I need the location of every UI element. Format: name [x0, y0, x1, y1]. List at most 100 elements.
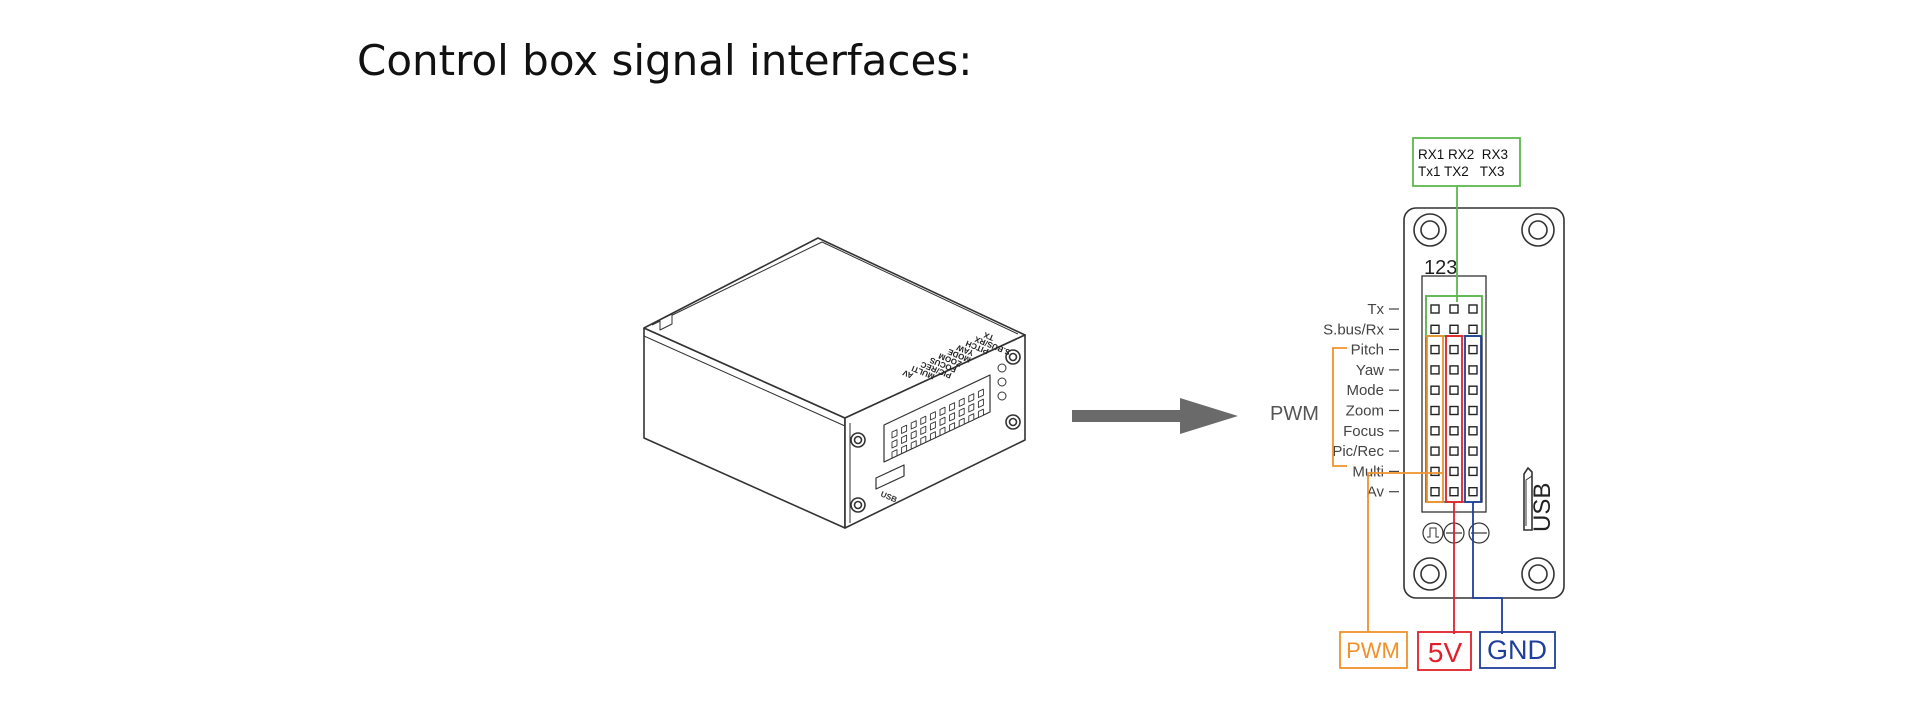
box-header-pin: [891, 429, 898, 439]
box-header-pin: [910, 430, 917, 440]
pwm-column-highlight: [1426, 335, 1444, 503]
pwm-wire: [1367, 472, 1443, 632]
box-header-pin: [968, 393, 975, 403]
arrow-icon: [1072, 398, 1238, 434]
header-pin: [1430, 304, 1440, 314]
box-header-pin: [958, 417, 965, 427]
header-pin: [1449, 385, 1459, 395]
box-header-pin: [910, 420, 917, 430]
pin-label: Zoom: [1346, 403, 1384, 420]
box-header-pin: [949, 422, 956, 432]
box-pin-label: AV: [901, 368, 915, 381]
header-pin: [1449, 344, 1459, 355]
header-pin: [1430, 426, 1440, 436]
gnd-output-label: GND: [1487, 635, 1547, 665]
box-header-pin: [968, 403, 975, 413]
box-header-pin: [920, 425, 927, 435]
pin-label: S.bus/Rx: [1323, 321, 1384, 338]
pin-label: Focus: [1343, 423, 1384, 440]
header-pin: [1430, 466, 1440, 477]
pin-label: Tx: [1367, 301, 1384, 318]
uart-label-line2: Tx1 TX2 TX3: [1418, 164, 1505, 179]
header-pin: [1449, 487, 1459, 497]
gnd-label-box: [1479, 631, 1556, 669]
pin-label: Pic/Rec: [1332, 443, 1384, 460]
header-pin: [1430, 344, 1440, 355]
header-pin: [1468, 405, 1478, 416]
uart-label-box: [1412, 137, 1521, 187]
header-pin: [1468, 344, 1478, 355]
box-header-pin: [929, 411, 936, 421]
box-header-pin: [910, 440, 917, 450]
box-pin-header: [883, 374, 991, 463]
header-pin: [1468, 487, 1478, 497]
box-header-pin: [958, 397, 965, 407]
panel-screw-icon: [1413, 213, 1555, 591]
box-header-pin: [901, 444, 908, 454]
header-pin: [1449, 324, 1459, 334]
header-pin: [1468, 426, 1478, 436]
box-header-pin: [949, 402, 956, 412]
box-header-pin: [939, 416, 946, 426]
header-pin: [1430, 405, 1440, 416]
header-pin: [1449, 304, 1459, 314]
header-pin: [1449, 365, 1459, 375]
pwm-group-label: PWM: [1270, 403, 1319, 425]
v5-column-highlight: [1445, 335, 1463, 503]
box-header-pin: [939, 426, 946, 436]
header-pin: [1449, 446, 1459, 456]
pin-label: Multi: [1352, 463, 1384, 480]
header-pin: [1430, 385, 1440, 395]
pin-label: Av: [1367, 484, 1385, 501]
usb-port-icon: [1523, 466, 1533, 531]
header-pin: [1430, 446, 1440, 456]
header-pin: [1449, 466, 1459, 477]
pin-numbers: 123: [1424, 257, 1457, 279]
header-pin: [1468, 365, 1478, 375]
pwm-symbol-icon: [1422, 522, 1444, 544]
box-header-pin: [977, 398, 984, 408]
pin-label: Pitch: [1351, 342, 1384, 359]
box-header-pin: [901, 434, 908, 444]
ground-symbol-icon: [1468, 522, 1490, 544]
header-pin: [1468, 466, 1478, 477]
box-header-pin: [920, 415, 927, 425]
panel-pin-header: [1430, 304, 1478, 497]
uart-label-line1: RX1 RX2 RX3: [1418, 147, 1508, 162]
control-box-illustration: [643, 237, 1026, 529]
box-header-pin: [920, 435, 927, 445]
pwm-label-box: [1339, 631, 1408, 669]
header-pin: [1449, 426, 1459, 436]
box-header-pin: [891, 439, 898, 449]
gnd-wire: [1472, 502, 1503, 634]
box-header-pin: [958, 407, 965, 417]
v5-label-box: [1417, 631, 1472, 671]
header-pin: [1468, 446, 1478, 456]
pwm-output-label: PWM: [1346, 638, 1400, 663]
page-title: Control box signal interfaces:: [357, 36, 973, 85]
box-header-pin: [929, 421, 936, 431]
header-pin: [1468, 385, 1478, 395]
pwm-bracket: [1332, 347, 1347, 467]
pin-labels: TxS.bus/RxPitchYawModeZoomFocusPic/RecMu…: [1323, 301, 1399, 501]
box-usb-port-icon: [875, 464, 905, 490]
box-header-pin: [949, 412, 956, 422]
header-pin: [1449, 405, 1459, 416]
header-pin: [1430, 487, 1440, 497]
header-pin: [1430, 324, 1440, 334]
pin-label: Yaw: [1356, 362, 1384, 379]
box-header-pin: [891, 449, 898, 459]
box-header-pin: [977, 388, 984, 398]
header-pin: [1468, 304, 1478, 314]
box-pin-label: TX: [982, 330, 995, 342]
pin-label: Mode: [1346, 382, 1384, 399]
v5-output-label: 5V: [1428, 637, 1463, 668]
header-pin: [1468, 324, 1478, 334]
usb-label: USB: [1529, 483, 1556, 532]
box-header-pin: [929, 431, 936, 441]
box-header-pin: [977, 408, 984, 418]
box-header-pin: [968, 413, 975, 423]
box-header-pin: [901, 424, 908, 434]
header-pin: [1430, 365, 1440, 375]
